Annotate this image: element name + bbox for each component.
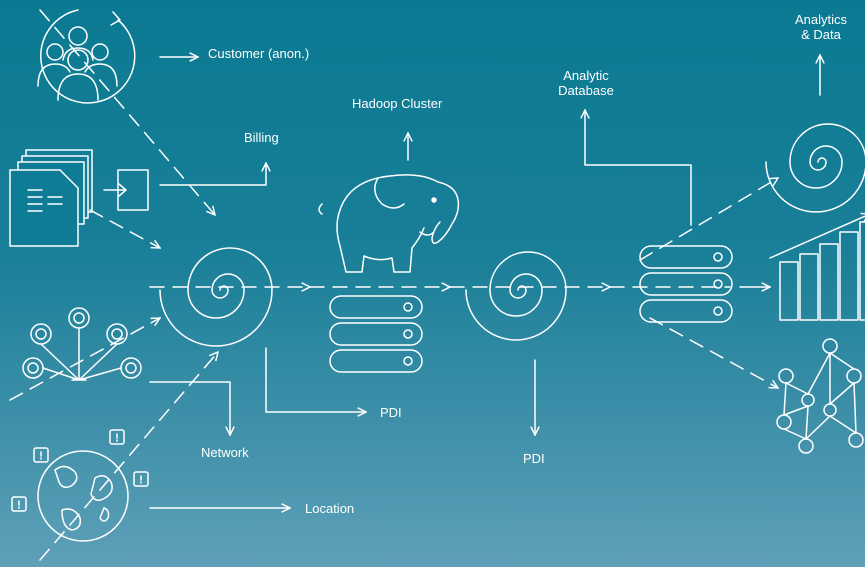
location-label: Location	[305, 501, 355, 516]
network-label: Network	[201, 445, 249, 460]
analytics-data-label-line2: & Data	[801, 27, 841, 42]
analytics-data-label-line1: Analytics	[794, 12, 848, 27]
hadoop-elephant-icon	[318, 174, 460, 273]
billing-label: Billing	[244, 130, 279, 145]
solid-arrows	[149, 55, 820, 508]
database-icon	[639, 245, 733, 323]
analytic-database-label-line2: Database	[558, 83, 614, 98]
billing-documents-icon	[9, 149, 149, 247]
spiral-icon	[465, 251, 567, 341]
network-tree-icon	[22, 307, 142, 381]
node-graph-icon	[776, 338, 864, 454]
pdi-label-1: PDI	[380, 405, 402, 420]
analytic-database-label: Analytic Database	[552, 68, 620, 98]
pdi-label-2: PDI	[523, 451, 545, 466]
hadoop-cluster-label: Hadoop Cluster	[352, 96, 443, 111]
customers-icon	[37, 9, 136, 104]
bar-chart-icon	[769, 214, 865, 321]
dashed-connectors	[9, 9, 778, 561]
customer-label: Customer (anon.)	[208, 46, 310, 61]
analytics-data-label: Analytics & Data	[784, 12, 858, 42]
analytic-database-label-line1: Analytic	[563, 68, 609, 83]
spiral-icon	[765, 123, 865, 213]
spiral-icon	[159, 247, 273, 347]
database-icon	[329, 295, 423, 373]
globe-location-icon	[11, 429, 149, 542]
